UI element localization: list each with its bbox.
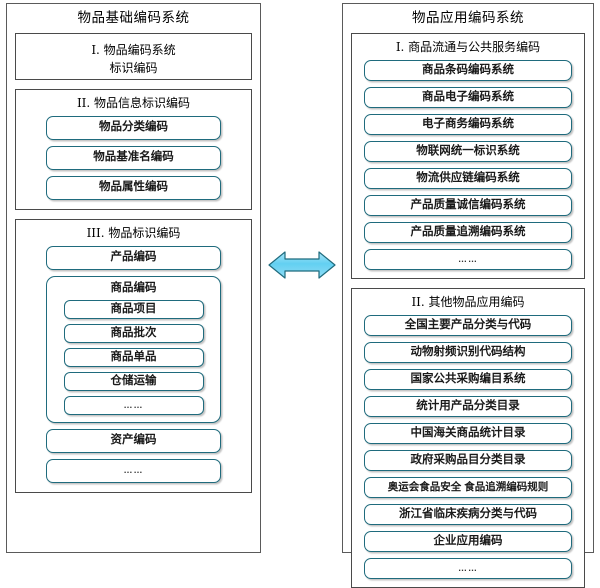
left-panel-title: 物品基础编码系统 xyxy=(77,10,190,26)
right-panel-title: 物品应用编码系统 xyxy=(412,10,524,26)
bidirectional-arrow-icon xyxy=(268,251,336,279)
node-qiye-yingyong-bianma[interactable]: 企业应用编码 xyxy=(364,531,572,552)
node-shangpin-ellipsis[interactable]: …… xyxy=(63,396,204,415)
node-wupin-shuxing-bianma[interactable]: 物品属性编码 xyxy=(46,176,221,200)
node-aoyunhui-shipin-anquan[interactable]: 奥运会食品安全 食品追溯编码规则 xyxy=(364,477,572,498)
node-shangpin-xiangmu[interactable]: 商品项目 xyxy=(63,300,204,319)
node-cangchu-yunshu[interactable]: 仓储运输 xyxy=(63,372,204,391)
node-shangpin-dianzi-xitong[interactable]: 商品电子编码系统 xyxy=(364,87,572,108)
node-left-section-3-ellipsis[interactable]: …… xyxy=(46,459,221,483)
diagram-canvas: 物品基础编码系统 I. 物品编码系统 标识编码 II. 物品信息标识编码 物品分… xyxy=(6,3,594,588)
left-section-2-title: II. 物品信息标识编码 xyxy=(76,96,191,110)
node-zichan-bianma[interactable]: 资产编码 xyxy=(46,429,221,453)
right-section-2: II. 其他物品应用编码 全国主要产品分类与代码 动物射频识别代码结构 国家公共… xyxy=(351,288,585,588)
node-right-section-2-ellipsis[interactable]: …… xyxy=(364,558,572,579)
left-section-3: III. 物品标识编码 产品编码 商品编码 商品项目 商品批次 商品单品 仓储运… xyxy=(15,219,252,493)
right-section-1: I. 商品流通与公共服务编码 商品条码编码系统 商品电子编码系统 电子商务编码系… xyxy=(351,33,585,279)
left-section-1-title-line2: 标识编码 xyxy=(109,61,158,75)
node-wupin-jizhunming-bianma[interactable]: 物品基准名编码 xyxy=(46,146,221,170)
node-dianzi-shangwu-xitong[interactable]: 电子商务编码系统 xyxy=(364,114,572,135)
node-chanpin-bianma[interactable]: 产品编码 xyxy=(46,246,221,270)
group-shangpin-bianma-title: 商品编码 xyxy=(110,282,157,294)
node-quanguo-chanpin-fenlei[interactable]: 全国主要产品分类与代码 xyxy=(364,315,572,336)
left-section-3-title: III. 物品标识编码 xyxy=(86,226,181,240)
node-zhengfu-caigou-pinmu[interactable]: 政府采购品目分类目录 xyxy=(364,450,572,471)
node-dongwu-shepin-daima[interactable]: 动物射频识别代码结构 xyxy=(364,342,572,363)
node-zhiliang-chengxin-xitong[interactable]: 产品质量诚信编码系统 xyxy=(364,195,572,216)
node-shangpin-pici[interactable]: 商品批次 xyxy=(63,324,204,343)
right-panel: 物品应用编码系统 I. 商品流通与公共服务编码 商品条码编码系统 商品电子编码系… xyxy=(342,3,594,588)
node-zhejiang-jibing-fenlei[interactable]: 浙江省临床疾病分类与代码 xyxy=(364,504,572,525)
left-panel: 物品基础编码系统 I. 物品编码系统 标识编码 II. 物品信息标识编码 物品分… xyxy=(6,3,261,553)
node-haiguan-shangpin-tongji[interactable]: 中国海关商品统计目录 xyxy=(364,423,572,444)
node-right-section-1-ellipsis[interactable]: …… xyxy=(364,249,572,270)
left-section-2: II. 物品信息标识编码 物品分类编码 物品基准名编码 物品属性编码 xyxy=(15,89,252,210)
left-section-1-title-line1: I. 物品编码系统 xyxy=(91,43,176,57)
right-section-1-title: I. 商品流通与公共服务编码 xyxy=(395,40,541,54)
node-shangpin-tiaoma-xitong[interactable]: 商品条码编码系统 xyxy=(364,60,572,81)
node-shangpin-danpin[interactable]: 商品单品 xyxy=(63,348,204,367)
node-guojia-caigou-bianmu[interactable]: 国家公共采购编目系统 xyxy=(364,369,572,390)
node-wuliu-gongyinglian-xitong[interactable]: 物流供应链编码系统 xyxy=(364,168,572,189)
left-section-1: I. 物品编码系统 标识编码 xyxy=(15,33,252,80)
node-zhiliang-zhuisu-xitong[interactable]: 产品质量追溯编码系统 xyxy=(364,222,572,243)
node-wupin-fenlei-bianma[interactable]: 物品分类编码 xyxy=(46,116,221,140)
node-tongji-chanpin-fenlei[interactable]: 统计用产品分类目录 xyxy=(364,396,572,417)
right-section-2-title: II. 其他物品应用编码 xyxy=(411,295,525,309)
node-wulianwang-biaoshi-xitong[interactable]: 物联网统一标识系统 xyxy=(364,141,572,162)
group-shangpin-bianma: 商品编码 商品项目 商品批次 商品单品 仓储运输 …… xyxy=(46,276,221,423)
